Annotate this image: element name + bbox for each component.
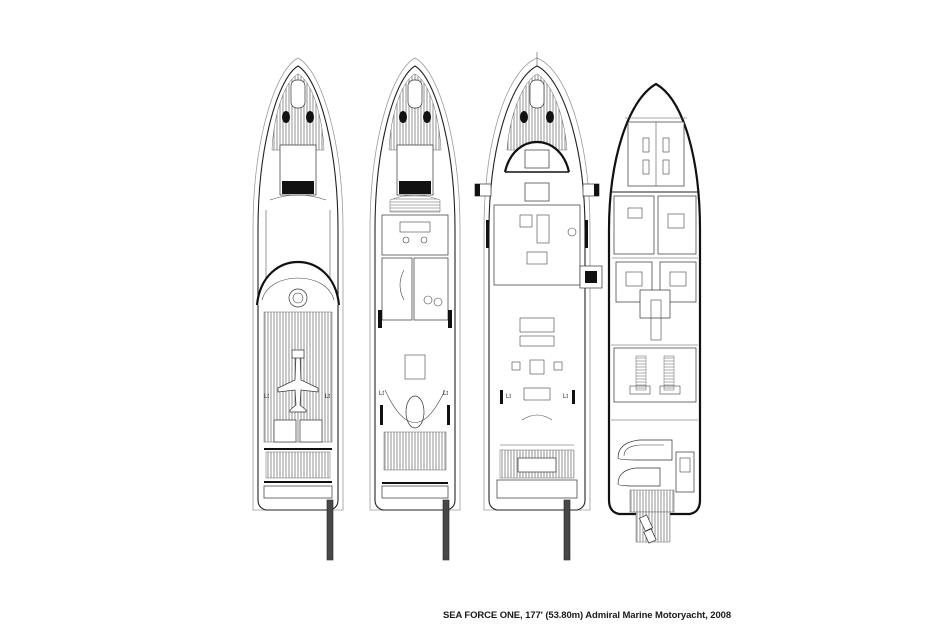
sun-deck-plan: Lt Lt <box>252 57 344 561</box>
svg-text:Lt: Lt <box>379 391 384 397</box>
svg-text:Lt: Lt <box>443 391 448 397</box>
svg-text:Lt: Lt <box>264 394 269 400</box>
main-deck-plan: Lt Lt <box>474 52 603 561</box>
svg-text:Lt: Lt <box>563 394 568 400</box>
lower-deck-plan <box>607 82 702 544</box>
gangway-icon <box>326 499 334 561</box>
gangway-icon <box>442 499 450 561</box>
svg-text:Lt: Lt <box>325 394 330 400</box>
bridge-deck-plan: Lt Lt <box>369 57 461 561</box>
gangway-icon <box>563 499 571 561</box>
svg-text:Lt: Lt <box>506 394 511 400</box>
figure-caption: SEA FORCE ONE, 177' (53.80m) Admiral Mar… <box>443 610 732 621</box>
